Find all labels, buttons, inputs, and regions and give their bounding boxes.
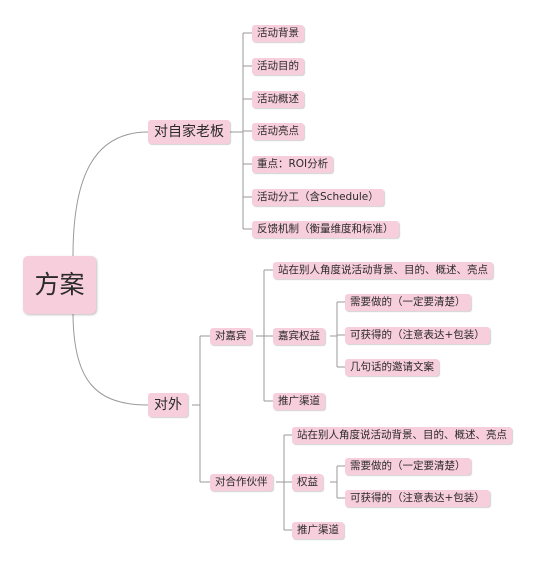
boss-item-overview: 活动概述 xyxy=(252,91,304,108)
link-external-bracket xyxy=(192,335,210,483)
link-partner-rights-bracket xyxy=(330,465,345,499)
link-guest-bracket xyxy=(256,269,273,402)
partner-channel: 推广渠道 xyxy=(292,522,344,539)
partner-intro: 站在别人角度说活动背景、目的、概述、亮点 xyxy=(292,427,512,444)
boss-item-division: 活动分工（含Schedule） xyxy=(252,189,384,206)
link-partner-bracket xyxy=(276,434,292,531)
branch-external: 对外 xyxy=(148,393,188,417)
link-root-external xyxy=(72,311,149,406)
boss-item-feedback: 反馈机制（衡量维度和标准） xyxy=(252,221,399,238)
partner-rights: 权益 xyxy=(292,474,323,491)
guest-rights-invite: 几句话的邀请文案 xyxy=(345,359,439,376)
root-node: 方案 xyxy=(23,256,96,314)
boss-item-highlights: 活动亮点 xyxy=(252,123,304,140)
link-root-boss xyxy=(72,131,149,257)
boss-item-goal: 活动目的 xyxy=(252,58,304,75)
external-guest: 对嘉宾 xyxy=(210,328,252,345)
guest-intro: 站在别人角度说活动背景、目的、概述、亮点 xyxy=(273,262,493,279)
guest-channel: 推广渠道 xyxy=(273,393,325,410)
partner-rights-todo: 需要做的（一定要清楚） xyxy=(345,458,471,475)
boss-item-roi: 重点：ROI分析 xyxy=(252,156,334,173)
guest-rights-todo: 需要做的（一定要清楚） xyxy=(345,294,471,311)
branch-boss: 对自家老板 xyxy=(148,120,230,144)
guest-rights: 嘉宾权益 xyxy=(273,328,325,345)
partner-rights-gain: 可获得的（注意表达+包装） xyxy=(345,490,490,507)
link-boss-bracket xyxy=(226,32,252,230)
external-partner: 对合作伙伴 xyxy=(210,474,273,491)
link-guest-rights-bracket xyxy=(330,301,345,368)
guest-rights-gain: 可获得的（注意表达+包装） xyxy=(345,327,490,344)
boss-item-background: 活动背景 xyxy=(252,25,304,42)
